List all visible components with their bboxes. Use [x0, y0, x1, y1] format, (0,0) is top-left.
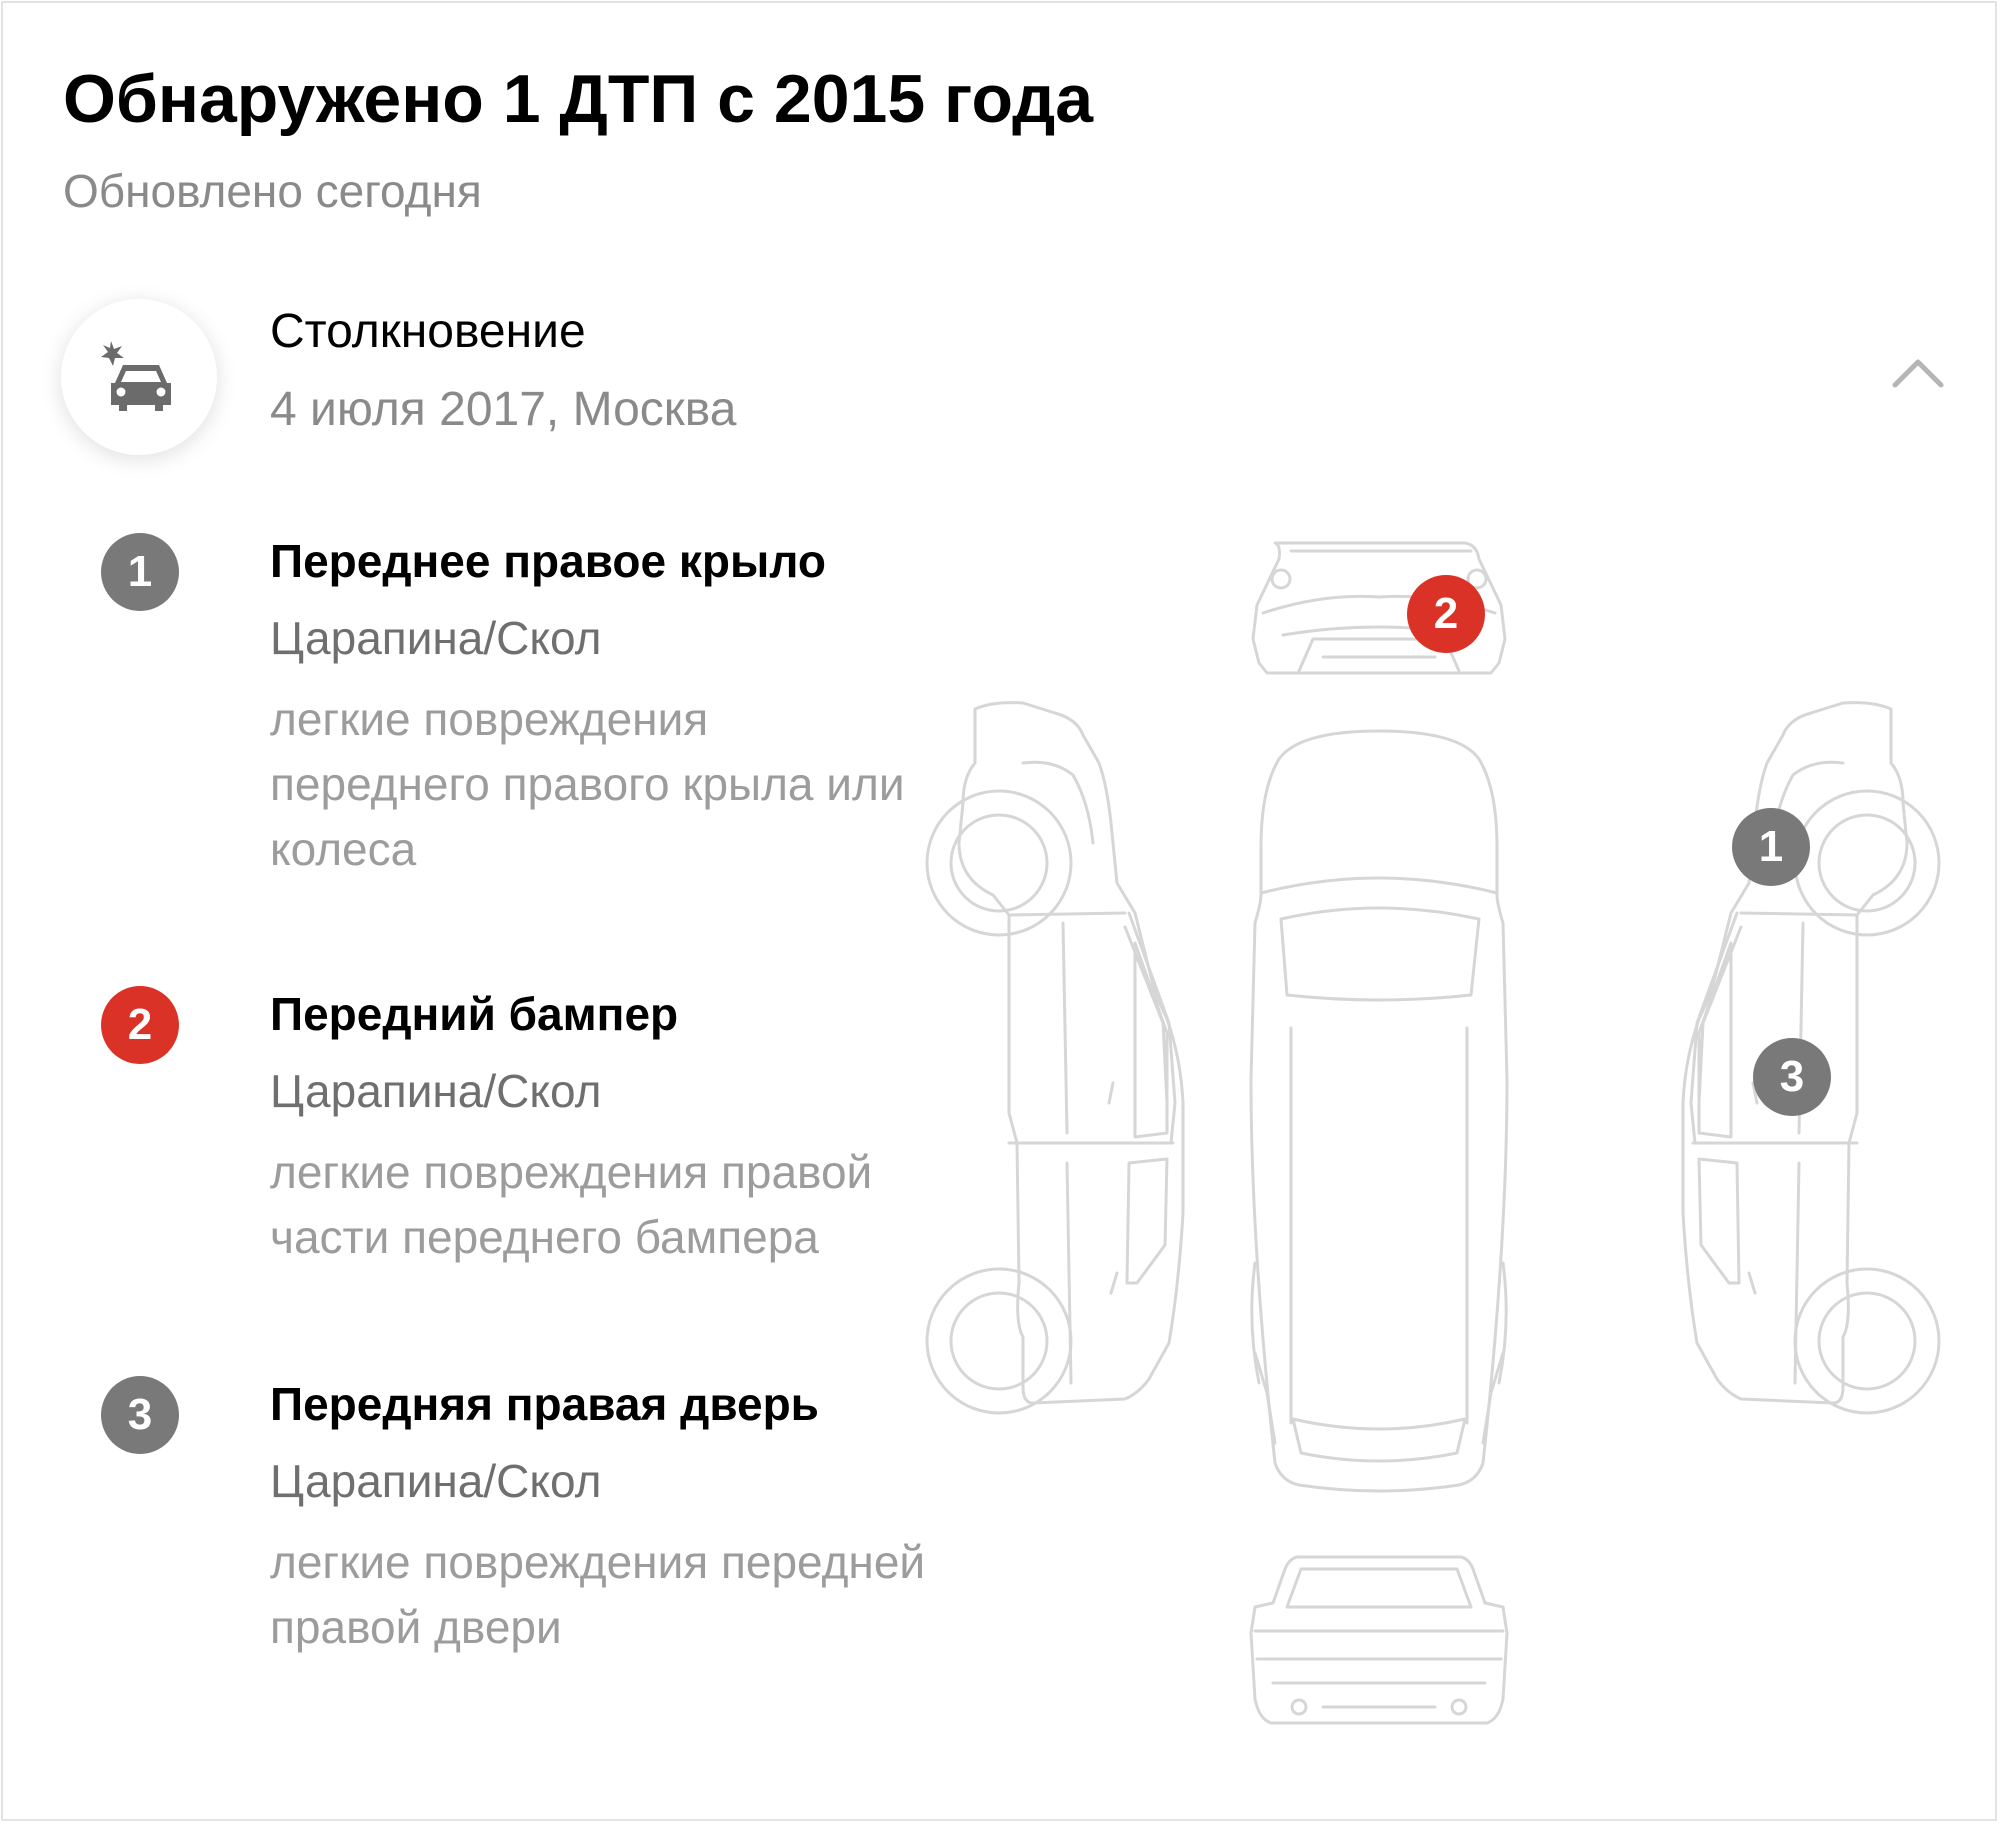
damage-description: легкие повреждения правой части переднег… [270, 1146, 873, 1263]
damage-type: Царапина/Скол [270, 1065, 602, 1117]
car-left-side-view [925, 701, 1185, 1415]
accident-type: Столкновение [270, 305, 586, 358]
car-rear-view [1249, 1555, 1509, 1725]
car-damage-diagram: 2 1 3 [903, 523, 1963, 1783]
damage-description: легкие повреждения переднего правого кры… [270, 693, 905, 875]
diagram-marker-2: 2 [1407, 575, 1485, 653]
damage-part-name: Переднее правое крыло [270, 535, 826, 587]
chevron-up-icon [1892, 359, 1944, 388]
damage-type: Царапина/Скол [270, 612, 602, 664]
car-crash-icon [101, 341, 171, 411]
damage-type: Царапина/Скол [270, 1455, 602, 1507]
damage-part-name: Передний бампер [270, 988, 679, 1040]
car-top-view [1249, 729, 1509, 1493]
damage-number-badge: 2 [101, 986, 179, 1064]
updated-status: Обновлено сегодня [63, 165, 482, 217]
collapse-button[interactable] [1883, 343, 1953, 403]
car-outline-illustration [925, 541, 1941, 1725]
damage-number-badge: 1 [101, 533, 179, 611]
damage-number-badge: 3 [101, 1376, 179, 1454]
damage-part-name: Передняя правая дверь [270, 1378, 819, 1430]
diagram-marker-3: 3 [1753, 1038, 1831, 1116]
accident-date-place: 4 июля 2017, Москва [270, 383, 737, 436]
diagram-marker-1: 1 [1732, 808, 1810, 886]
car-right-side-view [1681, 701, 1941, 1415]
accident-icon-container [61, 299, 217, 455]
damage-description: легкие повреждения передней правой двери [270, 1536, 926, 1653]
page-title: Обнаружено 1 ДТП с 2015 года [63, 61, 1094, 137]
